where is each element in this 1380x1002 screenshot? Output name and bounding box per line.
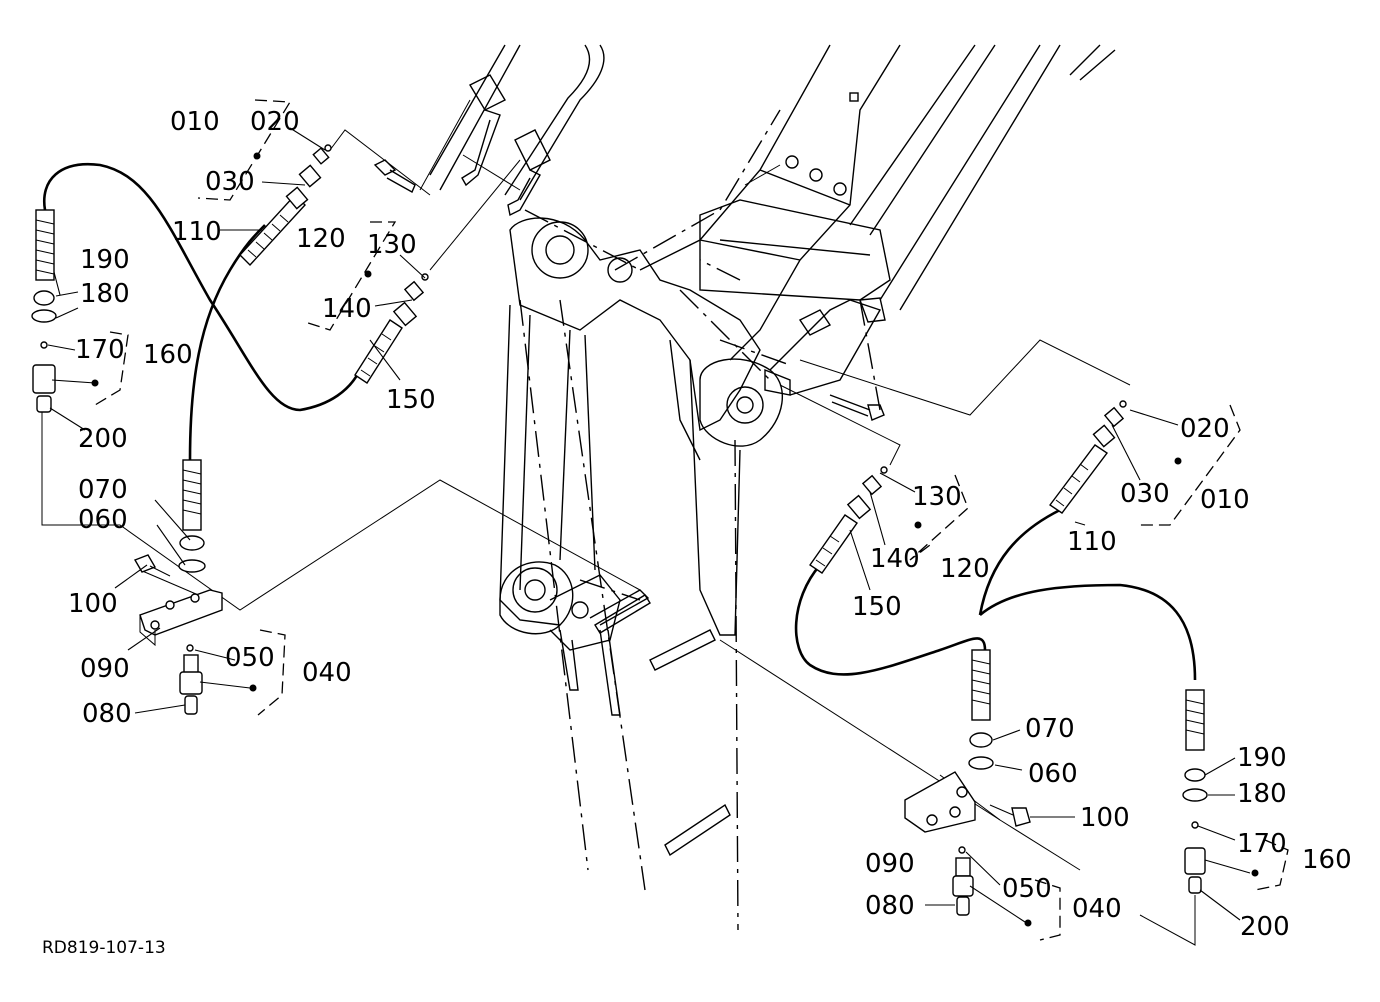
- label-030-right: 030: [1120, 479, 1170, 509]
- label-090-left: 090: [80, 654, 130, 684]
- label-040-left: 040: [302, 658, 352, 688]
- right-hose-long: [979, 583, 1197, 681]
- label-120-left: 120: [296, 224, 346, 254]
- label-030-left: 030: [205, 167, 255, 197]
- label-130-left: 130: [367, 230, 417, 260]
- right-bracket: [904, 771, 976, 833]
- label-060-left: 060: [78, 505, 128, 535]
- label-010-right: 010: [1200, 485, 1250, 515]
- label-010-left: 010: [170, 107, 220, 137]
- label-070-right: 070: [1025, 714, 1075, 744]
- label-050-left: 050: [225, 643, 275, 673]
- label-020-left: 020: [250, 107, 300, 137]
- label-140-left: 140: [322, 294, 372, 324]
- label-110-left: 110: [172, 217, 222, 247]
- label-190-left: 190: [80, 245, 130, 275]
- label-180-right: 180: [1237, 779, 1287, 809]
- label-050-right: 050: [1002, 874, 1052, 904]
- left-hose-short: [188, 224, 266, 461]
- drawing-code: RD819-107-13: [42, 938, 166, 958]
- label-100-right: 100: [1080, 803, 1130, 833]
- right-hose-assembly: [794, 400, 1289, 941]
- label-060-right: 060: [1028, 759, 1078, 789]
- labels-left: 010 020 030 110 120 130 140 150 190 180 …: [68, 107, 436, 729]
- label-150-left: 150: [386, 385, 436, 415]
- label-080-right: 080: [865, 891, 915, 921]
- left-hose-long: [42, 162, 362, 412]
- label-110-right: 110: [1067, 527, 1117, 557]
- labels-right: 020 030 010 130 140 120 110 150 070 060 …: [852, 414, 1352, 942]
- label-020-right: 020: [1180, 414, 1230, 444]
- label-130-right: 130: [912, 482, 962, 512]
- label-190-right: 190: [1237, 743, 1287, 773]
- label-090-right: 090: [865, 849, 915, 879]
- right-hose-short: [794, 564, 987, 676]
- label-160-right: 160: [1302, 845, 1352, 875]
- label-120-right: 120: [940, 554, 990, 584]
- label-160-left: 160: [143, 340, 193, 370]
- left-bracket: [139, 589, 223, 636]
- label-140-right: 140: [870, 544, 920, 574]
- label-150-right: 150: [852, 592, 902, 622]
- label-180-left: 180: [80, 279, 130, 309]
- machine-structure: [373, 44, 1116, 857]
- label-200-right: 200: [1240, 912, 1290, 942]
- label-070-left: 070: [78, 475, 128, 505]
- label-100-left: 100: [68, 589, 118, 619]
- label-040-right: 040: [1072, 894, 1122, 924]
- left-hose-assembly: [31, 99, 429, 716]
- label-170-left: 170: [75, 335, 125, 365]
- label-080-left: 080: [82, 699, 132, 729]
- label-170-right: 170: [1237, 829, 1287, 859]
- label-200-left: 200: [78, 424, 128, 454]
